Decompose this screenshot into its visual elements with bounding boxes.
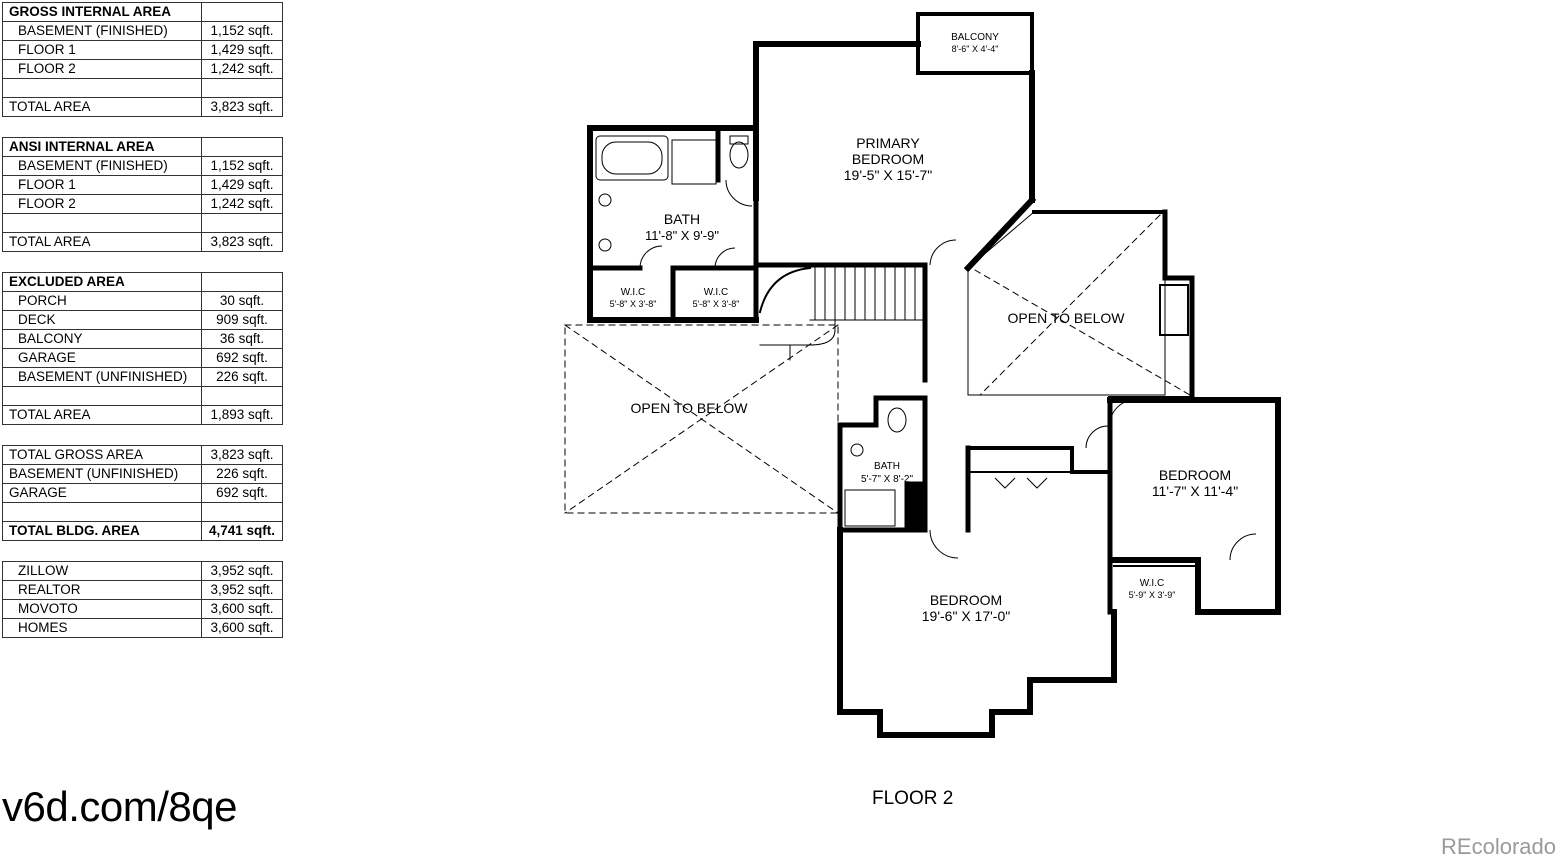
wic3-dims: 5'-9" X 3'-9" bbox=[1129, 590, 1176, 600]
open-below-right-label: OPEN TO BELOW bbox=[1008, 310, 1126, 326]
sink-icon bbox=[850, 443, 864, 457]
row-value: 3,600 sqft. bbox=[201, 618, 283, 638]
balcony-label: BALCONY bbox=[951, 32, 999, 43]
bedroom-right-label: BEDROOM bbox=[1159, 467, 1231, 483]
gross-internal-area-table: GROSS INTERNAL AREA BASEMENT (FINISHED)1… bbox=[2, 2, 283, 117]
bath1-label: BATH bbox=[664, 211, 700, 227]
main-bedroom-walls bbox=[837, 527, 1117, 738]
bath2-walls bbox=[837, 395, 928, 533]
wic1-label: W.I.C bbox=[621, 287, 645, 298]
fireplace bbox=[1159, 284, 1189, 336]
bathtub-basin-icon bbox=[601, 141, 663, 175]
floor-label: FLOOR 2 bbox=[872, 788, 954, 809]
row-value: 1,429 sqft. bbox=[201, 40, 283, 60]
bath2-label: BATH bbox=[874, 461, 900, 472]
total-value: 3,823 sqft. bbox=[201, 232, 283, 252]
total-label: TOTAL AREA bbox=[2, 405, 202, 425]
bath2-dims: 5'-7" X 8'-2" bbox=[861, 474, 914, 485]
shower-icon bbox=[844, 489, 896, 527]
total-value: 1,893 sqft. bbox=[201, 405, 283, 425]
wic2-label: W.I.C bbox=[704, 287, 728, 298]
open-below-right-diagonals bbox=[974, 214, 1191, 396]
area-tables: GROSS INTERNAL AREA BASEMENT (FINISHED)1… bbox=[2, 2, 283, 658]
toilet-tank-icon bbox=[729, 135, 749, 145]
primary-bedroom-dims: 19'-5" X 15'-7" bbox=[844, 167, 932, 183]
row-label: TOTAL GROSS AREA bbox=[2, 445, 202, 465]
row-value: 3,952 sqft. bbox=[201, 580, 283, 600]
total-label: TOTAL BLDG. AREA bbox=[2, 521, 202, 541]
sink-icon bbox=[598, 238, 612, 252]
row-value: 3,823 sqft. bbox=[201, 445, 283, 465]
primary-bedroom-label-line1: PRIMARY bbox=[856, 135, 920, 151]
total-label: TOTAL AREA bbox=[2, 232, 202, 252]
table-header: ANSI INTERNAL AREA bbox=[2, 137, 202, 157]
open-below-left-label: OPEN TO BELOW bbox=[631, 400, 749, 416]
stair-curve bbox=[758, 266, 812, 314]
total-value: 4,741 sqft. bbox=[201, 521, 283, 541]
closet-wall bbox=[966, 446, 1112, 474]
main-bedroom-dims: 19'-6" X 17'-0" bbox=[922, 608, 1010, 624]
bathtub-icon bbox=[595, 135, 669, 181]
wic2-dims: 5'-8" X 3'-8" bbox=[693, 299, 740, 309]
wic3-label: W.I.C bbox=[1140, 578, 1164, 589]
ansi-internal-area-table: ANSI INTERNAL AREA BASEMENT (FINISHED)1,… bbox=[2, 137, 283, 252]
row-label: PORCH bbox=[2, 291, 202, 311]
watermark: REcolorado bbox=[1441, 834, 1556, 859]
bath2-column bbox=[904, 481, 926, 531]
open-below-right-outline bbox=[967, 211, 1166, 396]
main-bedroom-label: BEDROOM bbox=[930, 592, 1002, 608]
total-value: 3,823 sqft. bbox=[201, 97, 283, 117]
sink-icon bbox=[598, 193, 612, 207]
door-swings bbox=[639, 179, 1257, 561]
row-value: 1,242 sqft. bbox=[201, 59, 283, 79]
stair-lower-run bbox=[759, 319, 836, 346]
bath1-dims: 11'-8" X 9'-9" bbox=[645, 228, 719, 243]
open-below-left-diagonals bbox=[564, 324, 839, 514]
toilet-icon bbox=[887, 407, 907, 433]
bedroom-right-dims: 11'-7" X 11'-4" bbox=[1152, 483, 1238, 499]
balcony-dims: 8'-6" X 4'-4" bbox=[952, 44, 999, 54]
closet-doors bbox=[994, 477, 1048, 489]
toilet-icon bbox=[729, 141, 749, 169]
total-label: TOTAL AREA bbox=[2, 97, 202, 117]
primary-bedroom-angled-wall bbox=[963, 195, 1037, 273]
row-label: HOMES bbox=[2, 618, 202, 638]
tour-link[interactable]: v6d.com/8qe bbox=[2, 783, 237, 830]
row-value: 909 sqft. bbox=[201, 310, 283, 330]
bedroom-right-walls bbox=[1107, 397, 1281, 615]
fireplace-wall bbox=[1162, 209, 1195, 398]
stair-treads bbox=[814, 267, 916, 321]
open-below-left-outline bbox=[564, 324, 839, 514]
row-value: 1,429 sqft. bbox=[201, 175, 283, 195]
wic1-dims: 5'-8" X 3'-8" bbox=[610, 299, 657, 309]
primary-bedroom-label-line2: BEDROOM bbox=[852, 151, 924, 167]
shower-icon bbox=[671, 139, 717, 185]
